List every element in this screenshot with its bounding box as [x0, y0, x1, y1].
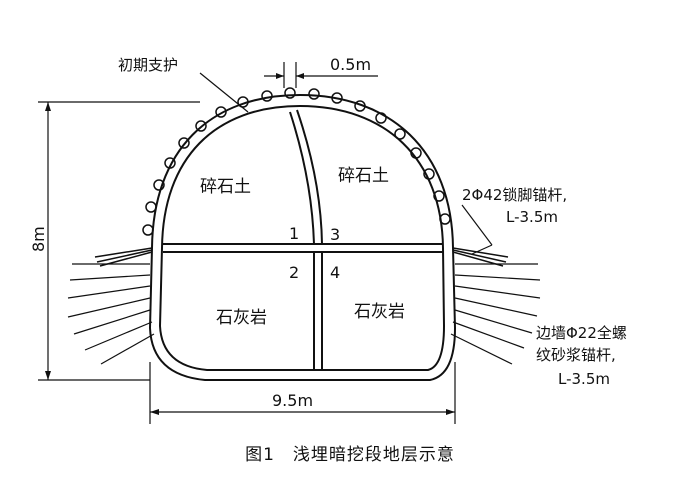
right-wall-anchors	[450, 263, 541, 365]
lower-right-rock-label: 石灰岩	[354, 302, 405, 322]
wall-anchor-label-line3: L-3.5m	[558, 370, 610, 388]
partitions	[163, 109, 443, 370]
width-label: 9.5m	[272, 391, 313, 410]
height-label: 8m	[29, 226, 48, 252]
inner-lining	[158, 104, 446, 371]
spacing-dimension	[264, 62, 378, 88]
section-3-label: 3	[330, 225, 340, 244]
support-bolts	[142, 87, 451, 236]
leader-lines	[199, 72, 493, 255]
section-2-label: 2	[289, 263, 299, 282]
upper-left-soil-label: 碎石土	[200, 177, 251, 197]
spacing-label: 0.5m	[330, 55, 371, 74]
width-dimension	[149, 362, 456, 424]
wall-anchor-label-line2: 纹砂浆锚杆,	[536, 346, 616, 364]
initial-support-label: 初期支护	[118, 56, 178, 74]
left-lock-anchors	[94, 247, 153, 267]
outer-lining	[148, 93, 457, 381]
wall-anchor-label-line1: 边墙Φ22全螺	[536, 324, 627, 342]
lower-left-rock-label: 石灰岩	[216, 308, 267, 328]
left-wall-anchors	[67, 263, 155, 365]
lock-anchor-label-line2: L-3.5m	[506, 208, 558, 226]
figure-caption: 图1 浅埋暗挖段地层示意	[245, 445, 455, 465]
lock-anchor-label-line1: 2Φ42锁脚锚杆,	[462, 186, 567, 204]
height-dimension	[38, 101, 200, 381]
section-1-label: 1	[289, 224, 299, 243]
upper-right-soil-label: 碎石土	[338, 166, 389, 186]
section-4-label: 4	[330, 263, 340, 282]
